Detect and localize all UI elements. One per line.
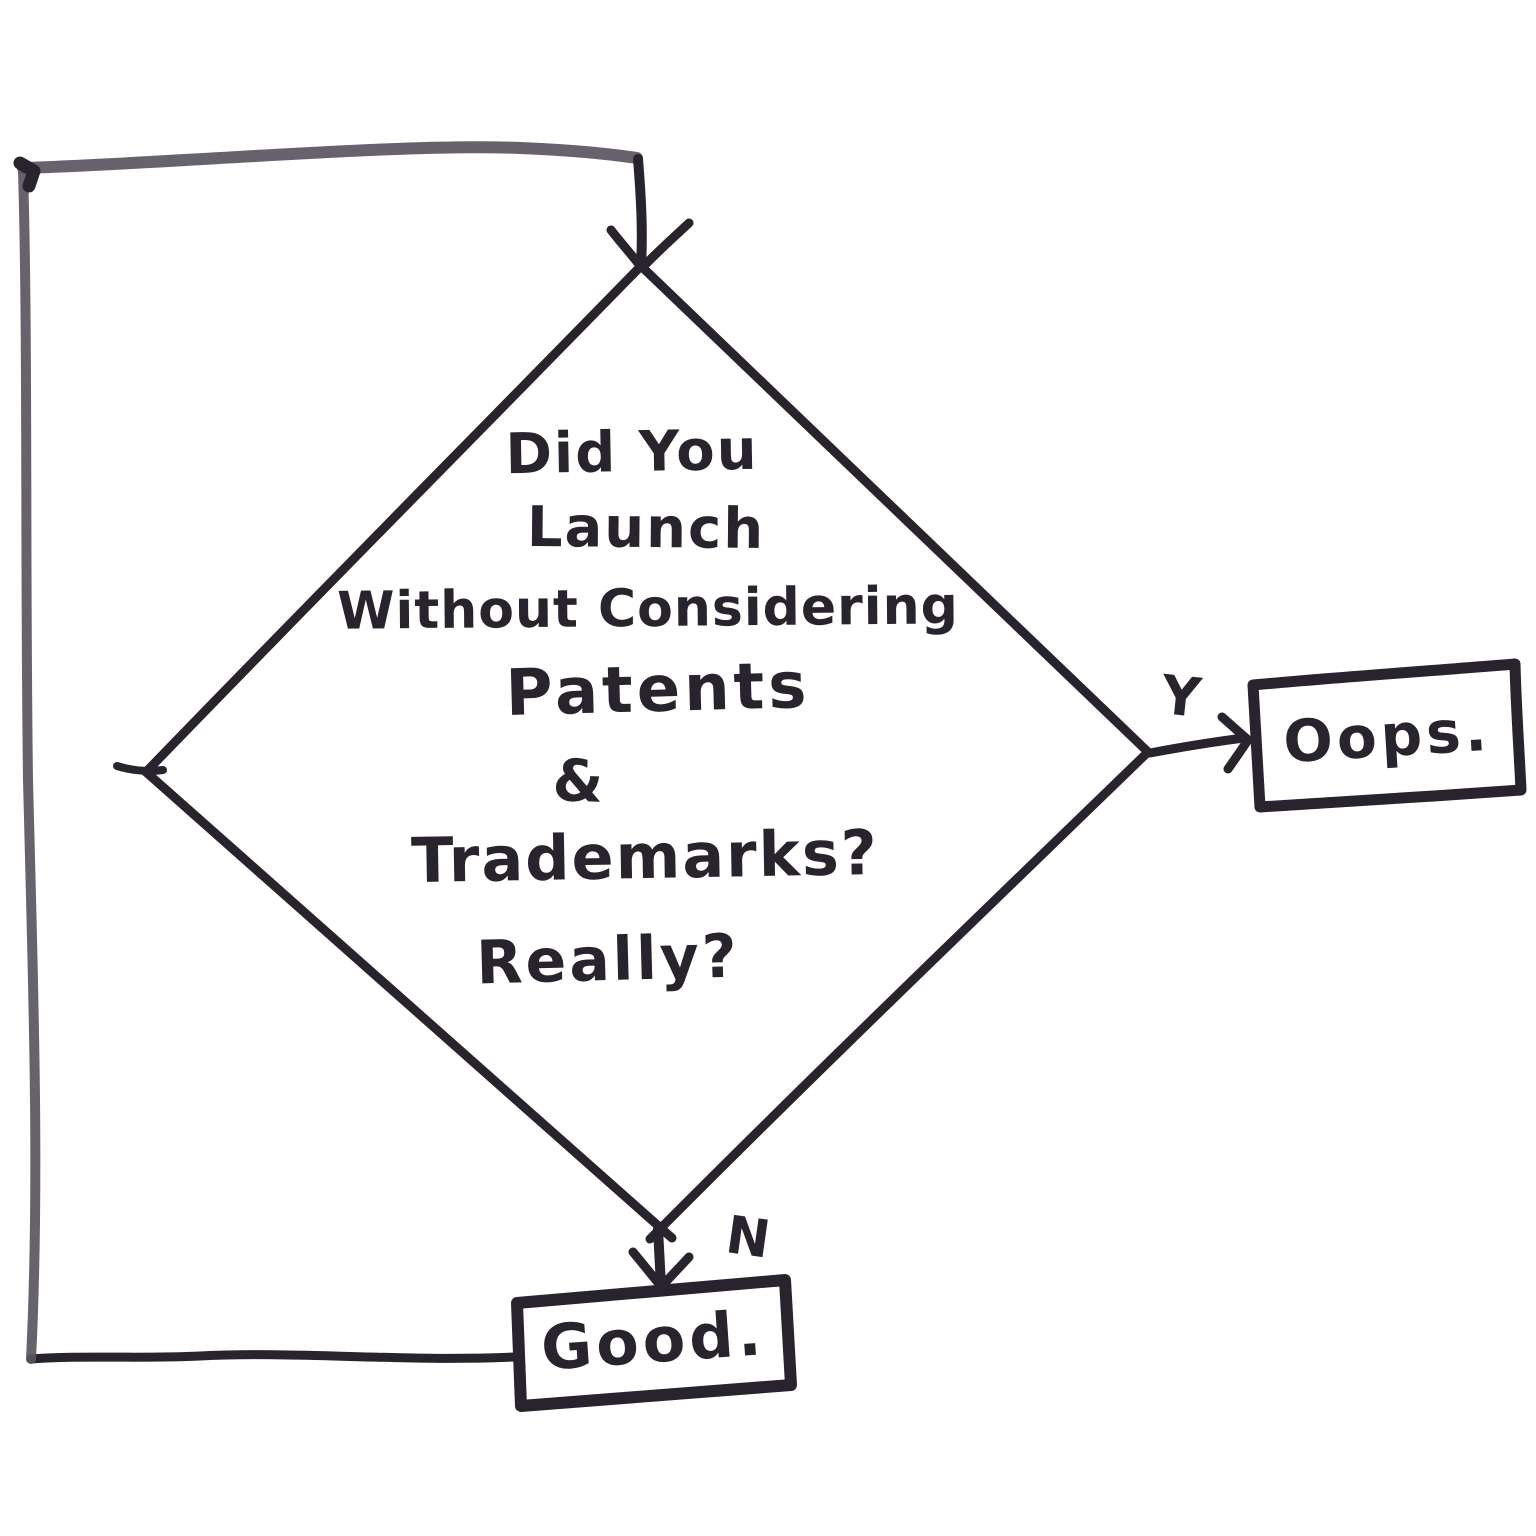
decision-diamond [113, 261, 1153, 1244]
yes-arrow [1145, 712, 1253, 774]
no-arrowhead-right-tick [657, 1252, 694, 1291]
no-arrowhead-left-tick [628, 1247, 665, 1290]
yes-arrow-line [1145, 733, 1249, 758]
yes-branch-label: Y [1158, 663, 1204, 730]
feedback-loop-connector [13, 141, 647, 1364]
decision-text-line-6: Trademarks? [410, 815, 880, 898]
diamond-edge-bottom-right [645, 747, 1153, 1244]
arrowhead-left-tick [606, 225, 646, 272]
no-branch-label: N [722, 1205, 774, 1271]
good-node-label: Good. [538, 1296, 768, 1385]
decision-text-line-4: Patents [504, 649, 812, 731]
arrowhead-into-decision [606, 218, 694, 273]
good-box [511, 1274, 797, 1412]
oops-node-label: Oops. [1281, 695, 1493, 777]
loop-left-line [18, 165, 41, 1364]
decision-text-line-3: Without Considering [336, 576, 960, 642]
decision-text-line-5: & [551, 746, 605, 816]
loop-corner-nub [13, 156, 41, 193]
decision-text-line-7: Really? [475, 921, 741, 999]
diamond-edge-bottom-left [141, 767, 677, 1243]
no-arrow [628, 1224, 694, 1291]
oops-box [1247, 658, 1527, 813]
diamond-left-vertex-tick [113, 762, 167, 775]
loop-drop-line [633, 154, 647, 271]
decision-text-line-1: Did You [504, 417, 760, 488]
diamond-edge-top-right [636, 261, 1153, 757]
arrowhead-right-tick [637, 218, 694, 273]
yes-arrowhead-lower-tick [1223, 735, 1253, 774]
loop-bottom-line [26, 1350, 519, 1364]
decision-text-line-2: Launch [526, 494, 766, 563]
loop-top-line [17, 141, 643, 174]
diamond-edge-top-left [141, 261, 646, 777]
